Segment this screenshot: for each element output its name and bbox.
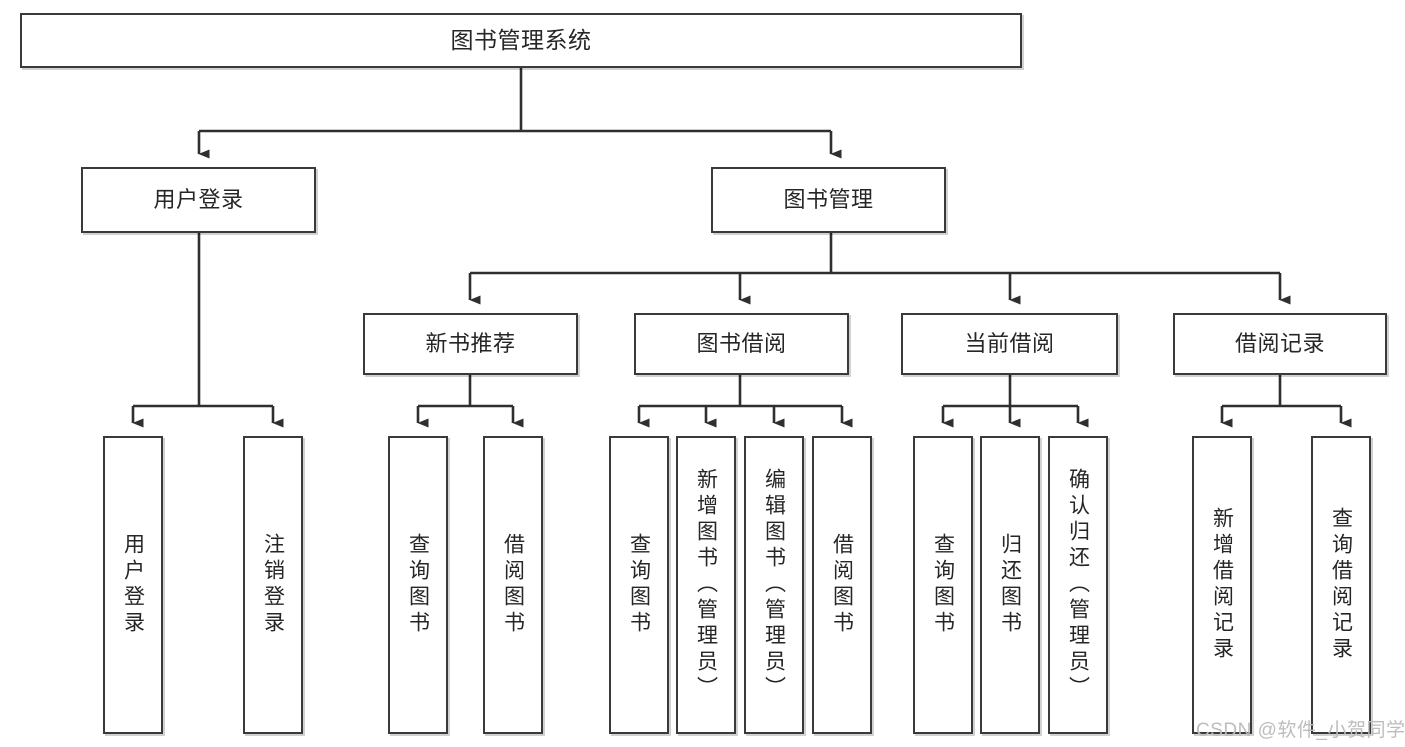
node-label: 查询图书	[931, 533, 955, 637]
node-label: 用户登录	[153, 186, 244, 212]
leaf-borrow-do-borrow[interactable]: 借阅图书	[812, 436, 872, 734]
leaf-user-login[interactable]: 用户登录	[103, 436, 163, 734]
leaf-borrow-query-book[interactable]: 查询图书	[609, 436, 669, 734]
leaf-current-query-book[interactable]: 查询图书	[913, 436, 973, 734]
node-new-book-recommend[interactable]: 新书推荐	[363, 313, 578, 375]
node-label: 图书管理系统	[450, 26, 592, 53]
node-label: 图书借阅	[696, 330, 787, 356]
node-root-system[interactable]: 图书管理系统	[20, 13, 1022, 68]
leaf-borrow-edit-book-admin[interactable]: 编辑图书（管理员）	[744, 436, 804, 734]
node-label: 用户登录	[121, 533, 145, 637]
node-book-management[interactable]: 图书管理	[711, 167, 946, 233]
node-label: 借阅图书	[501, 533, 525, 637]
leaf-borrow-add-book-admin[interactable]: 新增图书（管理员）	[676, 436, 736, 734]
node-label: 查询借阅记录	[1329, 507, 1353, 663]
node-label: 新增借阅记录	[1210, 507, 1234, 663]
node-user-login[interactable]: 用户登录	[81, 167, 316, 233]
node-label: 借阅图书	[830, 533, 854, 637]
leaf-current-return-book[interactable]: 归还图书	[980, 436, 1040, 734]
node-label: 图书管理	[783, 186, 874, 212]
leaf-recommend-query-book[interactable]: 查询图书	[388, 436, 448, 734]
node-label: 新书推荐	[425, 330, 516, 356]
node-label: 查询图书	[627, 533, 651, 637]
node-label: 新增图书（管理员）	[694, 468, 718, 702]
leaf-record-query[interactable]: 查询借阅记录	[1311, 436, 1371, 734]
watermark: CSDN @软件_小贺同学	[1196, 720, 1405, 741]
node-label: 归还图书	[998, 533, 1022, 637]
node-label: 确认归还（管理员）	[1066, 468, 1090, 702]
node-label: 查询图书	[406, 533, 430, 637]
node-label: 借阅记录	[1234, 330, 1325, 356]
node-book-borrow[interactable]: 图书借阅	[634, 313, 849, 375]
node-label: 注销登录	[261, 533, 285, 637]
node-label: 编辑图书（管理员）	[762, 468, 786, 702]
leaf-user-logout[interactable]: 注销登录	[243, 436, 303, 734]
leaf-current-confirm-return-admin[interactable]: 确认归还（管理员）	[1048, 436, 1108, 734]
leaf-record-add[interactable]: 新增借阅记录	[1192, 436, 1252, 734]
node-current-borrow[interactable]: 当前借阅	[901, 313, 1118, 375]
node-borrow-record[interactable]: 借阅记录	[1173, 313, 1387, 375]
node-label: 当前借阅	[964, 330, 1055, 356]
leaf-recommend-borrow-book[interactable]: 借阅图书	[483, 436, 543, 734]
